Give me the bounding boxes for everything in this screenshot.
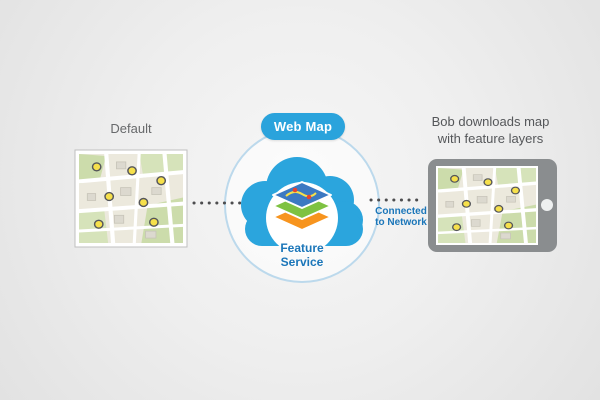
web-map-badge: Web Map — [261, 113, 345, 140]
tablet-device — [428, 159, 557, 252]
feature-symbols — [285, 187, 317, 200]
web-map-badge-label: Web Map — [273, 119, 333, 134]
feature-layers-icon — [272, 181, 332, 231]
connected-to-network-label: Connected to Network — [375, 206, 427, 228]
default-label: Default — [110, 121, 152, 136]
feature-service-label: Feature Service — [280, 241, 324, 269]
home-button — [541, 199, 553, 211]
map-thumbnail — [74, 149, 188, 248]
download-caption: Bob downloads map with feature layers — [431, 114, 550, 146]
